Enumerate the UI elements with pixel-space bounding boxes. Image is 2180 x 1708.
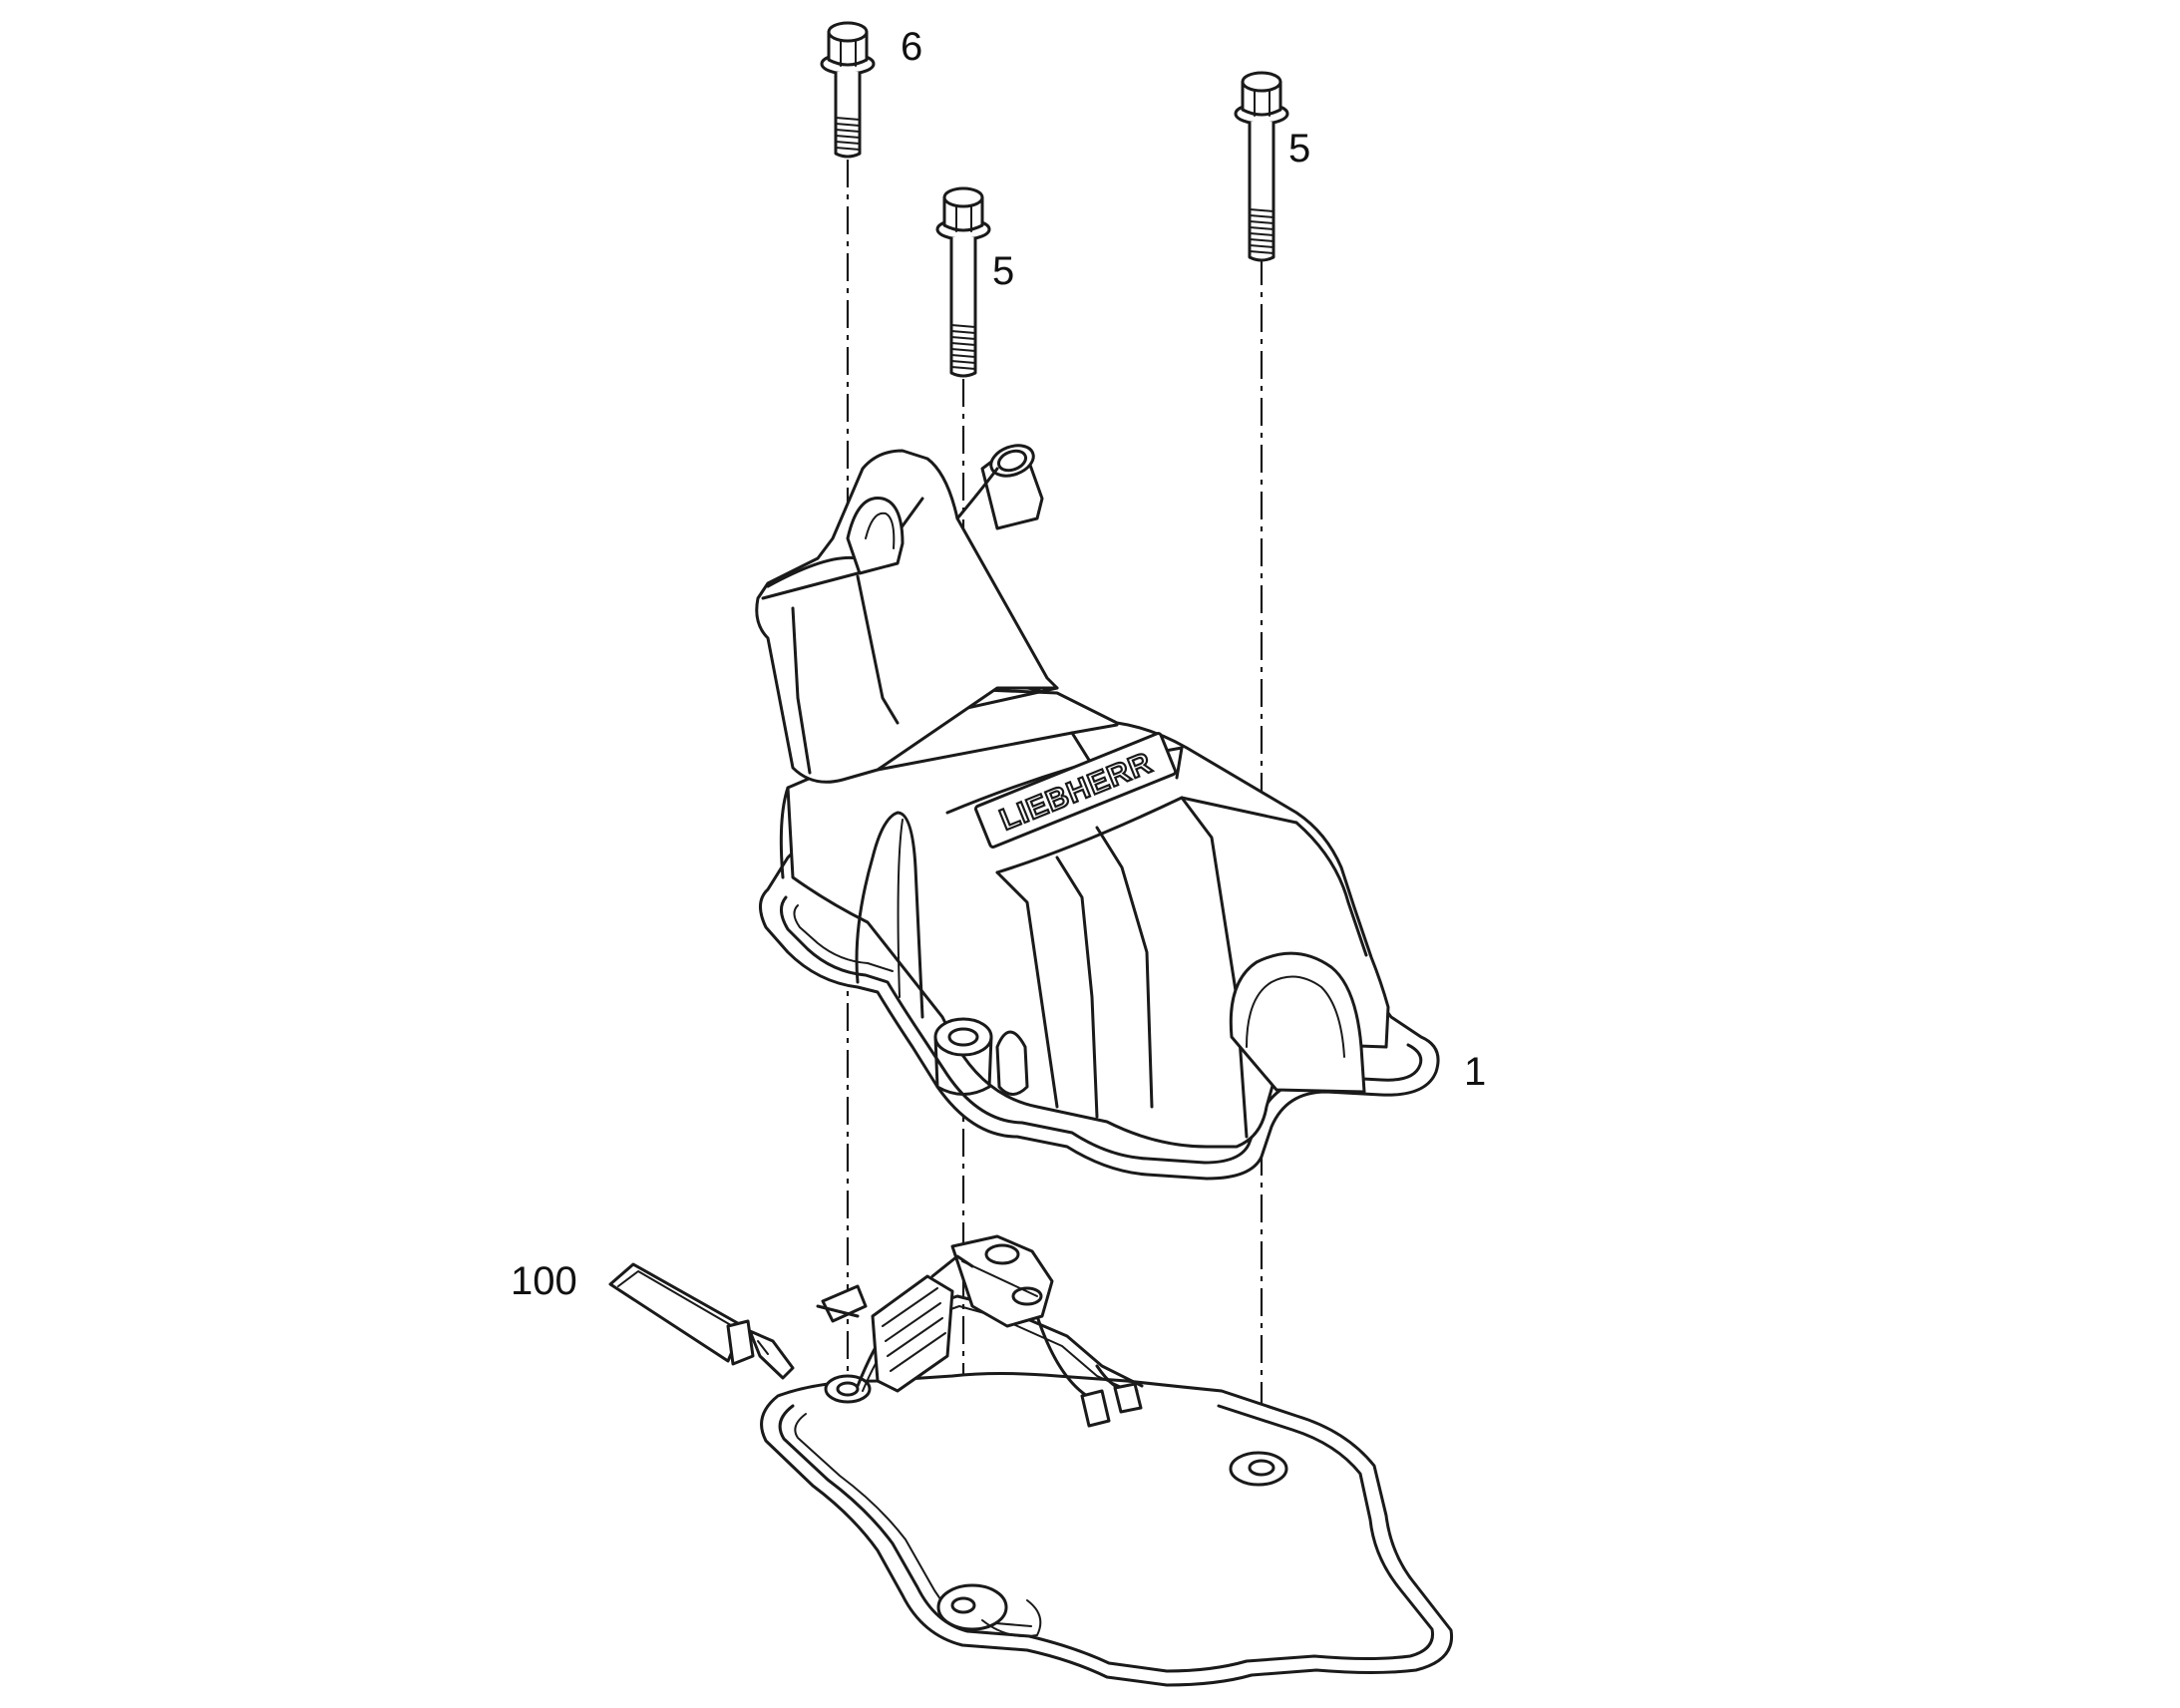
callout-bolt-front: 6 (901, 25, 922, 69)
gasket-bolt-hole-right (1229, 1451, 1288, 1487)
gasket-bolt-hole-middle (936, 1583, 1042, 1637)
harness-connector (816, 1274, 954, 1393)
bolt-front (820, 21, 876, 159)
harness-plugs (1080, 1382, 1143, 1428)
callout-cover: 1 (1464, 1050, 1486, 1094)
callout-bolt-right: 5 (1288, 127, 1310, 171)
valve-cover: LIEBHERR (755, 444, 1440, 1181)
harness-sensor (930, 1234, 1054, 1328)
callout-sealant: 100 (511, 1259, 577, 1303)
gasket-with-harness (760, 1234, 1454, 1687)
bolt-right (1234, 71, 1289, 262)
callout-labels: 6 5 5 1 100 (511, 25, 1486, 1303)
bolt-middle (935, 186, 991, 378)
callout-bolt-middle: 5 (992, 249, 1014, 293)
sealant-tube (608, 1262, 795, 1380)
